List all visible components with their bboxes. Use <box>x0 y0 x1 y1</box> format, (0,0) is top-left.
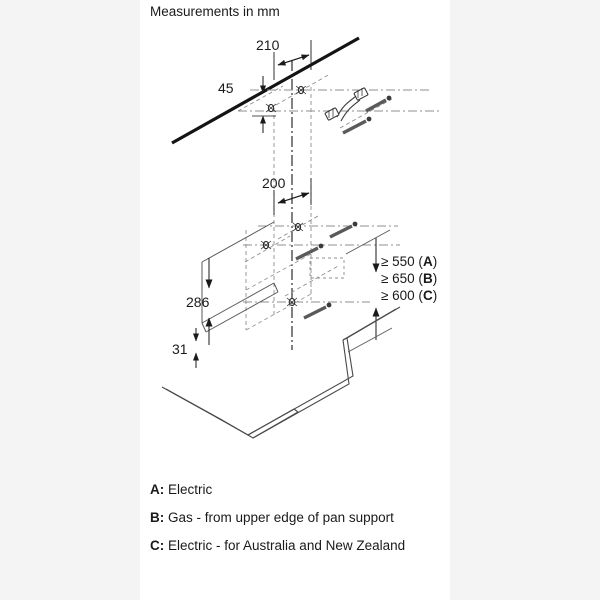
drill-hole-icon <box>260 240 272 250</box>
clearance-a-suffix: ) <box>432 254 438 269</box>
upper-proj-2 <box>339 98 393 129</box>
screw-icon <box>329 221 358 239</box>
legend-c-text: Electric - for Australia and New Zealand <box>168 538 406 553</box>
hood-body-group <box>201 221 279 333</box>
legend-b-key: B: <box>150 510 165 525</box>
hob-front-outer <box>247 408 295 436</box>
legend-a-text: Electric <box>168 482 213 497</box>
dimension-label-45: 45 <box>218 80 234 96</box>
legend-item-a: A: Electric <box>150 482 212 497</box>
clearance-b-letter: B <box>422 271 433 286</box>
legend-b-text: Gas - from upper edge of pan support <box>168 510 394 525</box>
drill-hole-icon <box>286 297 298 307</box>
upper-drill-holes <box>265 85 307 113</box>
hood-hidden-edge-2 <box>245 293 312 331</box>
hood-lip-lower <box>205 291 279 333</box>
clearance-c-letter: C <box>422 288 433 303</box>
clearance-dim-group <box>345 229 393 353</box>
clearance-label-a: ≥ 550 (A) <box>381 254 437 269</box>
hob-extend-right-inner <box>342 308 397 341</box>
clearance-c-suffix: ) <box>432 288 438 303</box>
wall-bracket-icon <box>324 87 369 122</box>
hood-body-dashed-group <box>245 253 312 331</box>
screw-icon <box>295 243 324 261</box>
dimension-label-31: 31 <box>172 341 188 357</box>
clearance-a-prefix: ≥ 550 ( <box>381 254 423 269</box>
clearance-label-b: ≥ 650 (B) <box>381 271 437 286</box>
lower-mount-group <box>243 215 400 303</box>
hob-front-inner <box>252 411 299 439</box>
clearance-label-c: ≥ 600 (C) <box>381 288 437 303</box>
clearance-a-letter: A <box>422 254 433 269</box>
drill-hole-icon <box>295 85 307 95</box>
screw-icon <box>303 302 332 320</box>
drill-hole-icon <box>265 103 277 113</box>
hood-top-left-edge <box>201 221 275 263</box>
upper-proj-3 <box>275 73 331 106</box>
hood-bottom-left-edge <box>201 282 275 324</box>
dimension-label-286: 286 <box>186 294 210 310</box>
lower-screws <box>295 221 358 320</box>
clearance-ref-top <box>345 229 391 255</box>
dim-arrow-200-right <box>277 192 310 204</box>
upper-mount-group <box>237 73 441 129</box>
dim-45-group <box>252 76 276 133</box>
clearance-b-prefix: ≥ 650 ( <box>381 271 423 286</box>
hob-edge-front <box>293 408 299 413</box>
lower-proj-3 <box>284 264 341 297</box>
screw-icon <box>365 95 392 113</box>
legend-item-c: C: Electric - for Australia and New Zeal… <box>150 538 405 553</box>
legend-c-key: C: <box>150 538 165 553</box>
lower-dashed-box <box>309 257 345 279</box>
drill-hole-icon <box>292 222 304 232</box>
upper-screws <box>342 95 392 135</box>
lower-drill-holes <box>260 222 304 307</box>
hob-outline-group <box>161 306 401 439</box>
dim-210-group <box>273 40 312 80</box>
hood-lip-left <box>201 322 207 333</box>
upper-proj-1 <box>237 85 284 112</box>
clearance-ref-bottom <box>347 327 393 353</box>
clearance-b-suffix: ) <box>432 271 438 286</box>
dim-200-group <box>273 178 312 215</box>
legend-a-key: A: <box>150 482 165 497</box>
lower-proj-2 <box>244 235 291 263</box>
hood-hidden-edge-1 <box>245 253 312 291</box>
screw-icon <box>342 116 372 135</box>
hob-extend-left-inner <box>165 388 223 421</box>
legend-item-b: B: Gas - from upper edge of pan support <box>150 510 394 525</box>
page-title: Measurements in mm <box>150 4 280 19</box>
clearance-c-prefix: ≥ 600 ( <box>381 288 423 303</box>
dimension-label-200: 200 <box>262 175 286 191</box>
hood-lip-right <box>273 282 279 293</box>
dim-arrow-210-right <box>277 54 310 66</box>
hob-outline-outer <box>215 337 354 436</box>
dimension-label-210: 210 <box>256 37 280 53</box>
